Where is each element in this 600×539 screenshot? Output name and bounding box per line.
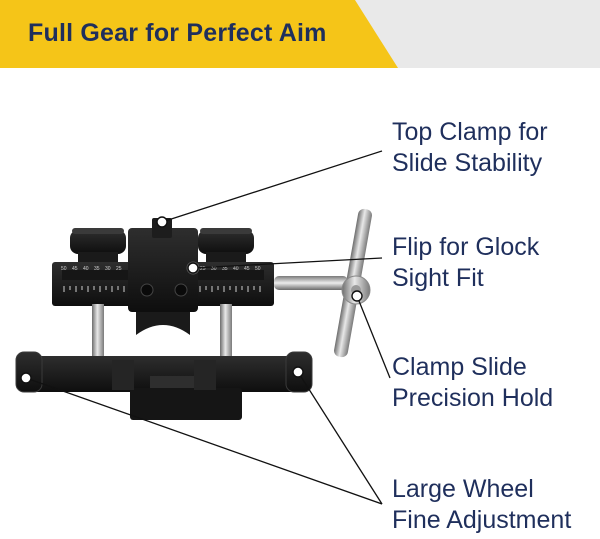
scale-tick-label: 50: [61, 266, 67, 272]
callout-line: Sight Fit: [392, 264, 484, 292]
scale-tick-label: 50: [255, 266, 261, 272]
callout-line: Precision Hold: [392, 384, 554, 412]
callout-line: Large Wheel: [392, 475, 534, 503]
callout-line: Flip for Glock: [392, 233, 540, 261]
callout-line: Top Clamp for: [392, 118, 548, 146]
header-banner: [0, 0, 600, 68]
callout-flip-glock: Flip for Glock Sight Fit: [392, 232, 539, 294]
scale-tick-label: 40: [83, 266, 89, 272]
callout-line: Slide Stability: [392, 149, 543, 177]
scale-tick-label: 45: [244, 266, 250, 272]
scale-tick-label: 30: [105, 266, 111, 272]
banner-title: Full Gear for Perfect Aim: [28, 19, 327, 47]
scale-tick-label: 25: [116, 266, 122, 272]
scale-tick-label: 45: [72, 266, 78, 272]
callout-line: Fine Adjustment: [392, 506, 572, 534]
callout-top-clamp: Top Clamp for Slide Stability: [392, 117, 548, 179]
scale-tick-label: 25: [200, 266, 206, 272]
scale-tick-label: 40: [233, 266, 239, 272]
callout-large-wheel: Large Wheel Fine Adjustment: [392, 474, 571, 536]
scale-tick-label: 35: [222, 266, 228, 272]
callout-clamp-slide: Clamp Slide Precision Hold: [392, 352, 553, 414]
callout-line: Clamp Slide: [392, 353, 527, 381]
scale-tick-label: 30: [211, 266, 217, 272]
scale-tick-label: 35: [94, 266, 100, 272]
